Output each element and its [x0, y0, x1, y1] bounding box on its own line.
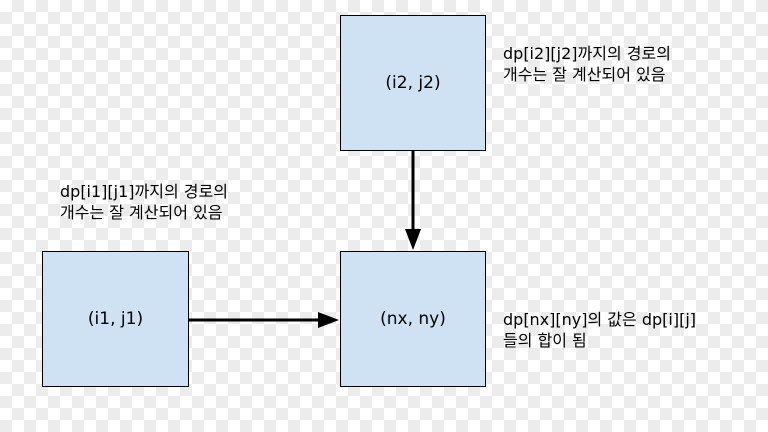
- note-nx-ny-line1: dp[nx][ny]의 값은 dp[i][j]: [503, 310, 697, 329]
- note-i1-j1: dp[i1][j1]까지의 경로의 개수는 잘 계산되어 있음: [60, 181, 228, 223]
- node-nx-ny: (nx, ny): [340, 251, 486, 387]
- node-nx-ny-label: (nx, ny): [380, 309, 446, 329]
- note-i2-j2: dp[i2][j2]까지의 경로의 개수는 잘 계산되어 있음: [503, 43, 671, 85]
- note-i2-j2-line1: dp[i2][j2]까지의 경로의: [503, 44, 671, 63]
- note-i1-j1-line2: 개수는 잘 계산되어 있음: [60, 203, 223, 222]
- note-i1-j1-line1: dp[i1][j1]까지의 경로의: [60, 182, 228, 201]
- arrowhead-right: [318, 312, 339, 328]
- note-nx-ny: dp[nx][ny]의 값은 dp[i][j] 들의 합이 됨: [503, 309, 696, 351]
- note-nx-ny-line2: 들의 합이 됨: [503, 331, 587, 350]
- note-i2-j2-line2: 개수는 잘 계산되어 있음: [503, 65, 666, 84]
- node-i2-j2: (i2, j2): [340, 15, 486, 151]
- node-i2-j2-label: (i2, j2): [385, 73, 441, 93]
- arrowhead-down: [405, 229, 421, 250]
- node-i1-j1: (i1, j1): [42, 251, 189, 387]
- node-i1-j1-label: (i1, j1): [87, 309, 144, 329]
